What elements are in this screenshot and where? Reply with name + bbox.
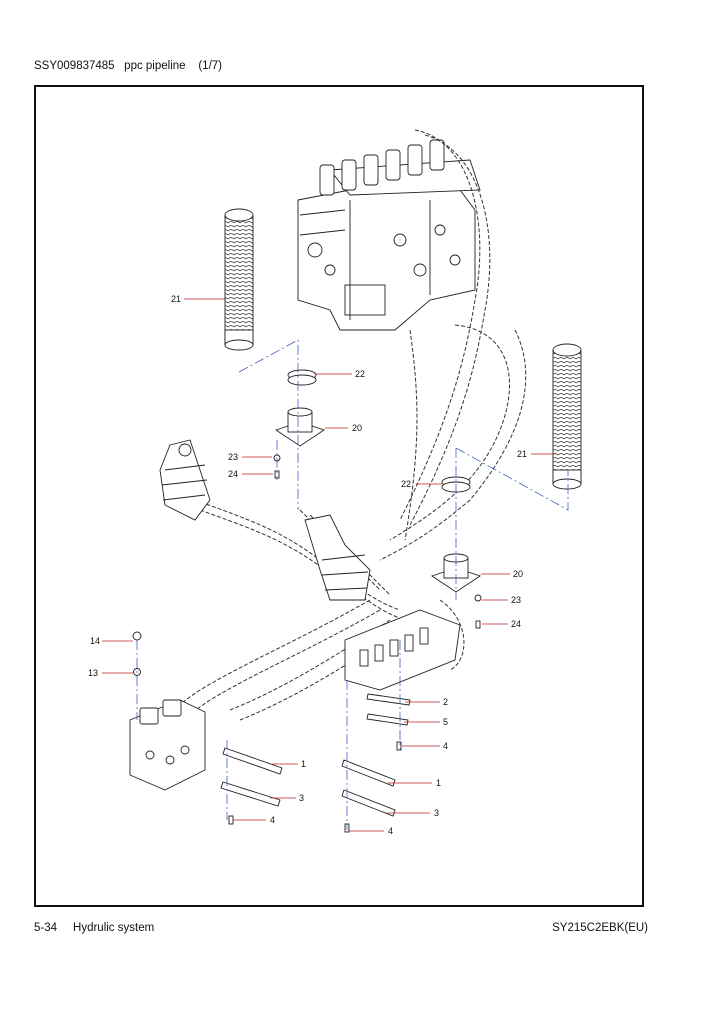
control-valve-block [297,139,481,331]
callout-labels: 21 22 20 23 24 21 22 20 23 24 14 13 2 5 … [88,294,527,836]
page-number: 5-34 [34,922,58,934]
callout-14: 14 [90,636,100,646]
callout-22-right: 22 [401,479,411,489]
page-header: SSY009837485 ppc pipeline (1/7) [34,60,222,72]
leader-lines [102,298,556,832]
callout-23-left: 23 [228,452,238,462]
protective-sleeve-left [224,208,254,351]
callout-24-left: 24 [228,469,238,479]
callout-1-right: 1 [436,778,441,788]
protective-sleeve-right [552,343,582,490]
callout-2: 2 [443,697,448,707]
small-parts [132,369,482,833]
sheet-number: (1/7) [198,60,222,72]
left-joystick [159,439,211,521]
pedal-valve [129,699,206,791]
callout-22-left: 22 [355,369,365,379]
center-lines [136,339,569,830]
callout-13: 13 [88,668,98,678]
callout-21-right: 21 [517,449,527,459]
callout-24-right: 24 [511,619,521,629]
callout-1-left: 1 [301,759,306,769]
section-name: Hydrulic system [73,922,155,934]
callout-20-left: 20 [352,423,362,433]
model-code: SY215C2EBK(EU) [552,922,648,934]
callout-20-right: 20 [513,569,523,579]
callout-4-right: 4 [388,826,393,836]
distribution-block [344,609,461,691]
page-footer-left: 5-34 Hydrulic system [34,922,154,934]
callout-4-upper: 4 [443,741,448,751]
callout-5: 5 [443,717,448,727]
drawing-frame [34,85,644,907]
callout-4-left: 4 [270,815,275,825]
callout-23-right: 23 [511,595,521,605]
callout-3-left: 3 [299,793,304,803]
callout-21-left: 21 [171,294,181,304]
right-joystick [304,514,371,601]
callout-3-right: 3 [434,808,439,818]
drawing-title: ppc pipeline [124,60,186,72]
part-number: SSY009837485 [34,60,115,72]
